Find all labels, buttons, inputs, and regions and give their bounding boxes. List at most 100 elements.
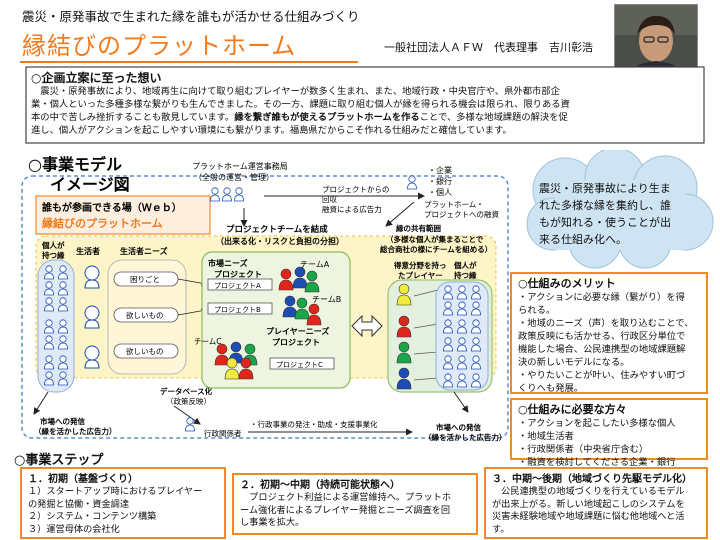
office-staff <box>210 187 244 202</box>
project-box <box>207 278 273 291</box>
fund-label: 融資による広告力 <box>322 204 382 214</box>
residents-label: 生活者 <box>76 246 100 256</box>
required-people-box: ○仕組みに必要な方々 ・アクションを起こしたい多様な個人 ・地域生活者 ・行政関… <box>510 398 708 468</box>
shared-sub: 総合商社の様にチームを組める） <box>380 244 492 254</box>
page-subtitle: 震災・原発事故で生まれた縁を誰もが活かせる仕組みづくり <box>22 9 360 24</box>
left-holder-group <box>37 259 75 393</box>
step-3-heading: ３．中期〜後期（地域づくり先駆モデル化） <box>492 474 692 485</box>
team-sub: （出来る化・リスクと負担の分担） <box>216 236 344 246</box>
shared-sub: （多様な個人が集まることで <box>386 234 484 244</box>
project-box <box>269 357 335 370</box>
office-label: プラットホーム運営事務局 <box>192 161 288 171</box>
players-label: 得意分野を持っ <box>393 260 447 270</box>
diagram-canvas: ○事業モデル イメージ図 誰もが参画できる場（Ｗｅｂ） 縁結びのプラットホーム … <box>21 155 509 442</box>
connection-line <box>413 323 439 329</box>
connection-line <box>413 377 439 381</box>
model-title: ○事業モデル <box>28 156 122 174</box>
model-subtitle: イメージ図 <box>50 175 130 194</box>
step-2-line: し事業を拡大。 <box>240 517 305 528</box>
step-3-box: ３．中期〜後期（地域づくり先駆モデル化） 公民連携型の地域づくりを行えているモデ… <box>484 467 708 539</box>
people-line: ・融資を検討してくださる企業・銀行 <box>518 457 676 468</box>
partner-list: ・企業 ・銀行 ・個人 <box>428 165 452 197</box>
merit-line: 機能した場合、公民連携型の地域課題解 <box>518 344 686 355</box>
project-label: プロジェクトB <box>214 306 261 314</box>
database-sub: （政策反映） <box>166 396 211 406</box>
project-box <box>207 302 273 315</box>
holders-right-label: 持つ縁 <box>454 270 477 280</box>
people-line: ・アクションを起こしたい多様な個人 <box>518 418 676 429</box>
team-label: プロジェクトチームを結成 <box>226 224 328 235</box>
need-bubble <box>113 343 179 359</box>
people-line: ・行政関係者（中央省庁含む） <box>518 444 649 455</box>
step-1-line: １）スタートアップ時におけるプレイヤー <box>28 486 203 497</box>
player-project-label: プレイヤーニーズ <box>266 326 329 336</box>
holders-right-label: 個人が <box>453 260 477 270</box>
merit-heading: ○仕組みのメリット <box>518 277 616 290</box>
step-3-line: す。 <box>492 523 510 535</box>
team-a-label: チームA <box>300 260 330 269</box>
resident-icons <box>84 265 100 369</box>
step-2-line: ーム強化者によるプレイヤー発掘とニーズ調査を回 <box>240 504 451 516</box>
intro-line-3c: ことで、多様な地域課題の解決を促 <box>419 112 568 123</box>
intro-line-2: 業・個人といった多種多様な繋がりも生んできました。その一方、課題に取り組む個人が… <box>31 99 570 110</box>
fund-label: 回収 <box>322 195 337 204</box>
loan-label: プロジェクトへの融資 <box>424 209 499 219</box>
admin-flow-label: ・行政事業の発注・助成・支援事業化 <box>250 419 378 429</box>
intro-line-4: 進し、個人がアクションを起こしやすい環境にも繋がります。福島県だからこそ作れる仕… <box>31 125 512 136</box>
project-label: プロジェクトC <box>276 361 323 369</box>
players-label: たプレイヤー <box>398 270 443 280</box>
partner-item: ・銀行 <box>428 176 452 186</box>
step-2-line: プロジェクト利益による運営維持へ。プラットホ <box>240 492 452 503</box>
organization-label: 一般社団法人ＡＦＷ 代表理事 吉川彰浩 <box>384 41 593 54</box>
cloud-line-4: 来る仕組み化へ。 <box>539 233 627 246</box>
step-1-heading: １．初期（基盤づくり） <box>28 474 138 485</box>
step-2-box: ２．初期〜中期（持続可能状態へ） プロジェクト利益による運営維持へ。プラットホ … <box>232 473 478 535</box>
office-sub: （全般の運営・管理） <box>194 172 274 182</box>
cloud-line-1: 震災・原発事故により生ま <box>539 182 671 195</box>
people-line: ・地域生活者 <box>518 431 574 442</box>
merit-line: くりへも発展。 <box>518 383 584 394</box>
web-label: 誰もが参画できる場（Ｗｅｂ） <box>42 201 182 214</box>
cloud-line-3: もが知れる・使うことが出 <box>539 216 671 229</box>
web-platform-box <box>35 195 211 235</box>
database-label: データベース化 <box>160 386 213 396</box>
cloud-shape <box>526 147 714 269</box>
flow-arrow <box>177 278 207 286</box>
project-label: プロジェクトA <box>214 282 261 290</box>
step-1-line: ２）システム・コンテンツ構築 <box>28 511 157 522</box>
merit-line: ・アクションに必要な縁（繋がり）を得 <box>518 292 685 303</box>
merit-line: 政策反映にも活かせる、行政区分単位で <box>518 331 686 342</box>
steps-heading: ○事業ステップ <box>14 453 104 468</box>
intro-emphasis: 縁を繋ぎ誰もが使えるプラットホームを作る <box>234 112 420 123</box>
title-underline <box>20 61 358 63</box>
need-label: 欲しいもの <box>126 346 164 356</box>
intro-heading: ○企画立案に至った想い <box>31 71 162 85</box>
intro-frame <box>25 66 705 144</box>
partner-icon <box>407 175 417 190</box>
partner-item: ・企業 <box>428 165 452 175</box>
flow-arrow <box>33 391 49 415</box>
flow-arrow <box>173 405 201 425</box>
step-1-box: １．初期（基盤づくり） １）スタートアップ時におけるプレイヤー の発掘と協働・資… <box>20 467 226 539</box>
player-icons <box>396 283 412 390</box>
market-right-sub: （縁を活かした広告力） <box>424 432 507 442</box>
exchange-arrow <box>351 314 383 338</box>
need-label: 困りごと <box>130 274 160 284</box>
partner-item: ・個人 <box>428 187 452 197</box>
step-1-line: ３）運営母体の会社化 <box>28 523 120 535</box>
cloud-line-2: れた多様な縁を集約し、誰 <box>539 199 671 212</box>
step-1-line: の発掘と協働・資金調達 <box>28 498 130 510</box>
business-model-diagram: ○事業モデル イメージ図 誰もが参画できる場（Ｗｅｂ） 縁結びのプラットホーム … <box>14 155 509 448</box>
market-left-label: 市場への発信 <box>40 416 85 426</box>
player-project-label: プロジェクト <box>272 337 320 347</box>
shared-label: 縁の共有範囲 <box>396 223 441 233</box>
merit-line: ・やりたいことが叶い、住みやすい町づ <box>518 370 686 381</box>
connection-line <box>413 351 439 355</box>
step-2-heading: ２．初期〜中期（持続可能状態へ） <box>240 480 400 491</box>
admin-label: 行政関係者 <box>204 428 242 438</box>
step-3-line: 災害未経験地域や地域課題に悩む他地域へと活 <box>492 511 685 522</box>
team-b-label: チームB <box>312 295 341 304</box>
intro-section: ○企画立案に至った想い 震災・原発事故により、地域再生に向けて取り組むプレイヤー… <box>25 66 705 144</box>
merit-box: ○仕組みのメリット ・アクションに必要な縁（繋がり）を得 られる。 ・地域のニー… <box>510 272 708 394</box>
web-title: 縁結びのプラットホーム <box>42 216 163 230</box>
